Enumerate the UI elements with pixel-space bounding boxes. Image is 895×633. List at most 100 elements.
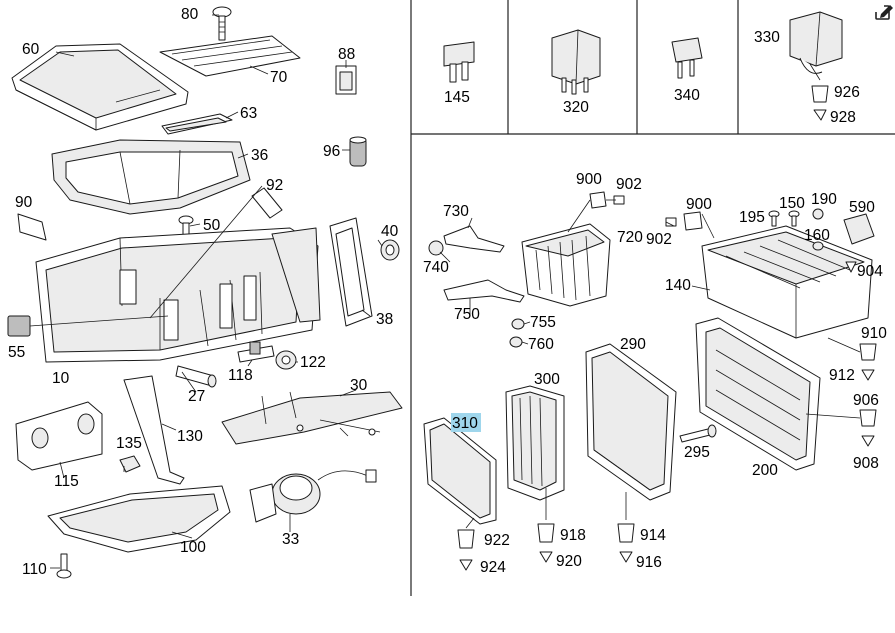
part-40-grommet[interactable] (380, 239, 400, 261)
label-36[interactable]: 36 (251, 147, 268, 164)
part-928-terminal[interactable] (813, 109, 827, 121)
part-750-bracket[interactable] (443, 279, 525, 303)
label-140[interactable]: 140 (665, 277, 691, 294)
label-92[interactable]: 92 (266, 177, 283, 194)
label-38[interactable]: 38 (376, 311, 393, 328)
part-160-cap[interactable] (812, 241, 824, 251)
part-918-terminal[interactable] (537, 523, 555, 543)
label-33[interactable]: 33 (282, 531, 299, 548)
part-914-terminal[interactable] (617, 523, 635, 543)
label-130[interactable]: 130 (177, 428, 203, 445)
part-70-bracket[interactable] (159, 35, 301, 77)
label-910[interactable]: 910 (861, 325, 887, 342)
part-145-fuse[interactable] (443, 41, 475, 83)
label-190[interactable]: 190 (811, 191, 837, 208)
label-330[interactable]: 330 (754, 29, 780, 46)
label-63[interactable]: 63 (240, 105, 257, 122)
label-906[interactable]: 906 (853, 392, 879, 409)
label-928[interactable]: 928 (830, 109, 856, 126)
label-924[interactable]: 924 (480, 559, 506, 576)
label-912[interactable]: 912 (829, 367, 855, 384)
part-60-cover[interactable] (11, 43, 189, 131)
label-904[interactable]: 904 (857, 263, 883, 280)
part-760-nut[interactable] (509, 336, 523, 348)
edit-icon[interactable] (874, 4, 893, 20)
part-190-cap[interactable] (812, 208, 824, 220)
part-926-terminal[interactable] (811, 85, 829, 103)
part-36-seal[interactable] (51, 139, 251, 215)
part-88-clip[interactable] (335, 65, 357, 95)
label-100[interactable]: 100 (180, 539, 206, 556)
part-902-connector-a[interactable] (613, 195, 625, 205)
label-118[interactable]: 118 (228, 367, 253, 384)
part-300-ecu[interactable] (505, 385, 565, 501)
part-200-housing[interactable] (695, 317, 821, 471)
label-30[interactable]: 30 (350, 377, 368, 394)
part-115-bracket[interactable] (15, 401, 103, 471)
part-320-relay[interactable] (551, 29, 601, 95)
label-740[interactable]: 740 (423, 259, 449, 276)
label-902-top[interactable]: 902 (616, 176, 642, 193)
part-295-bolt[interactable] (679, 424, 717, 443)
part-590-relay[interactable] (843, 213, 875, 245)
part-290-ecu[interactable] (585, 343, 677, 501)
label-122[interactable]: 122 (300, 354, 326, 371)
label-918[interactable]: 918 (560, 527, 586, 544)
part-340-relay[interactable] (671, 37, 703, 79)
label-195[interactable]: 195 (739, 209, 765, 226)
part-135-nut[interactable] (119, 455, 141, 473)
part-922-terminal[interactable] (457, 529, 475, 549)
label-135[interactable]: 135 (116, 435, 142, 452)
label-160[interactable]: 160 (804, 227, 830, 244)
part-90-clip[interactable] (17, 213, 47, 241)
label-55[interactable]: 55 (8, 344, 25, 361)
label-340[interactable]: 340 (674, 87, 700, 104)
part-130-bracket[interactable] (123, 375, 185, 485)
part-118-bracket[interactable] (237, 341, 275, 363)
part-55-clip[interactable] (7, 315, 31, 337)
label-60[interactable]: 60 (22, 41, 40, 58)
part-80-screw[interactable] (212, 6, 232, 41)
label-750[interactable]: 750 (454, 306, 480, 323)
part-140-module[interactable] (701, 225, 873, 339)
part-30-cable[interactable] (221, 391, 403, 445)
label-10[interactable]: 10 (52, 370, 70, 387)
part-904-terminal[interactable] (845, 261, 857, 273)
label-908[interactable]: 908 (853, 455, 879, 472)
label-914[interactable]: 914 (640, 527, 666, 544)
part-908-terminal[interactable] (861, 435, 875, 447)
part-195-screw[interactable] (768, 210, 780, 227)
part-906-terminal[interactable] (859, 409, 877, 427)
label-920[interactable]: 920 (556, 553, 582, 570)
part-96-grommet[interactable] (349, 136, 367, 167)
part-730-bracket[interactable] (443, 225, 505, 253)
label-720[interactable]: 720 (617, 229, 643, 246)
part-122-grommet[interactable] (275, 350, 297, 370)
part-900-connector-a[interactable] (589, 191, 607, 209)
part-900-connector-b[interactable] (683, 211, 703, 231)
label-730[interactable]: 730 (443, 203, 469, 220)
part-910-terminal[interactable] (859, 343, 877, 361)
label-150[interactable]: 150 (779, 195, 805, 212)
label-80[interactable]: 80 (181, 6, 199, 23)
label-70[interactable]: 70 (270, 69, 288, 86)
part-916-terminal[interactable] (619, 551, 633, 563)
part-902-connector-b[interactable] (665, 217, 677, 227)
part-912-terminal[interactable] (861, 369, 875, 381)
part-27-bolt[interactable] (175, 365, 217, 388)
part-63-latch[interactable] (161, 113, 233, 135)
label-900-top[interactable]: 900 (576, 171, 602, 188)
part-50-screw[interactable] (178, 215, 194, 242)
label-902-right[interactable]: 902 (646, 231, 672, 248)
part-33-motor[interactable] (249, 469, 377, 523)
part-110-screw[interactable] (56, 553, 72, 579)
part-310-ecu[interactable] (423, 417, 497, 525)
label-900-right[interactable]: 900 (686, 196, 712, 213)
label-96[interactable]: 96 (323, 143, 340, 160)
label-110[interactable]: 110 (22, 561, 47, 578)
label-755[interactable]: 755 (530, 314, 556, 331)
label-300[interactable]: 300 (534, 371, 560, 388)
label-88[interactable]: 88 (338, 46, 355, 63)
part-330-relay[interactable] (789, 11, 843, 81)
part-740-knob[interactable] (428, 240, 444, 256)
